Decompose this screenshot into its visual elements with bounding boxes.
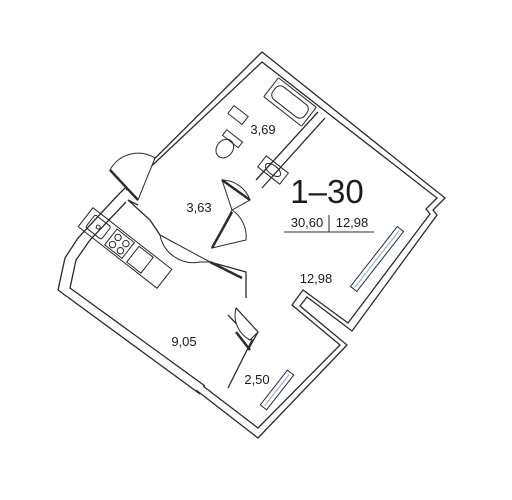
wall-living-hall: [209, 261, 247, 298]
living-room-door-leaf: [210, 211, 234, 249]
bathroom-door: [221, 179, 251, 211]
bathtub-basin: [271, 85, 309, 119]
wall-hall-kitchen: [127, 199, 161, 236]
toilet-tank: [221, 129, 244, 149]
kitchen-area-label: 9,05: [171, 334, 196, 349]
outer-wall-left: [57, 194, 201, 395]
kitchen-door: [159, 234, 211, 264]
kitchen-counter: [77, 207, 173, 289]
total-area: 30,60: [291, 215, 324, 230]
kitchen-fixtures: [77, 207, 173, 289]
living-room-area-label: 12,98: [300, 271, 333, 286]
bathroom-area-label: 3,69: [250, 122, 275, 137]
balcony-window-glass: [264, 373, 290, 407]
outer-wall-upper: [117, 51, 446, 439]
doors: [109, 152, 259, 351]
entrance-door: [109, 152, 156, 201]
cooktop-burner: [108, 240, 117, 249]
cooktop-burner: [114, 233, 122, 242]
unit-number: 1–30: [290, 173, 363, 210]
cooktop: [103, 228, 136, 260]
windows: [259, 225, 405, 411]
balcony-door-leaf: [235, 331, 251, 351]
kitchen-appliance: [126, 245, 154, 274]
kitchen-sink-drain: [95, 224, 101, 230]
bathroom-sink-basin: [264, 162, 282, 178]
outer-wall-upper-inner: [125, 61, 438, 429]
kitchen-sink: [85, 214, 111, 240]
unit-info: 1–30 30,60 12,98: [284, 173, 374, 233]
living-room-window-glass: [354, 230, 400, 288]
balcony-area-label: 2,50: [244, 372, 269, 387]
bathroom-door-leaf: [221, 179, 251, 201]
interior-walls: [127, 111, 326, 389]
kitchen-door-leaf: [209, 260, 243, 280]
balcony-door: [234, 306, 259, 341]
bathtub: [263, 77, 317, 127]
outer-walls: [57, 51, 446, 439]
room-labels: 3,69 3,63 12,98 9,05 2,50: [171, 122, 332, 387]
bathroom-cabinet: [227, 104, 249, 126]
cooktop-burner: [122, 239, 130, 248]
living-area: 12,98: [336, 215, 369, 230]
bathroom-fixtures: [215, 77, 317, 185]
toilet-bowl: [215, 138, 235, 159]
cooktop-burner: [116, 247, 125, 255]
bathroom-sink: [256, 155, 290, 185]
wall-bath-living: [261, 117, 326, 189]
hallway-area-label: 3,63: [186, 200, 211, 215]
entrance-door-leaf: [109, 169, 139, 201]
outer-wall-left-inner: [69, 201, 206, 387]
living-room-door: [211, 209, 247, 249]
